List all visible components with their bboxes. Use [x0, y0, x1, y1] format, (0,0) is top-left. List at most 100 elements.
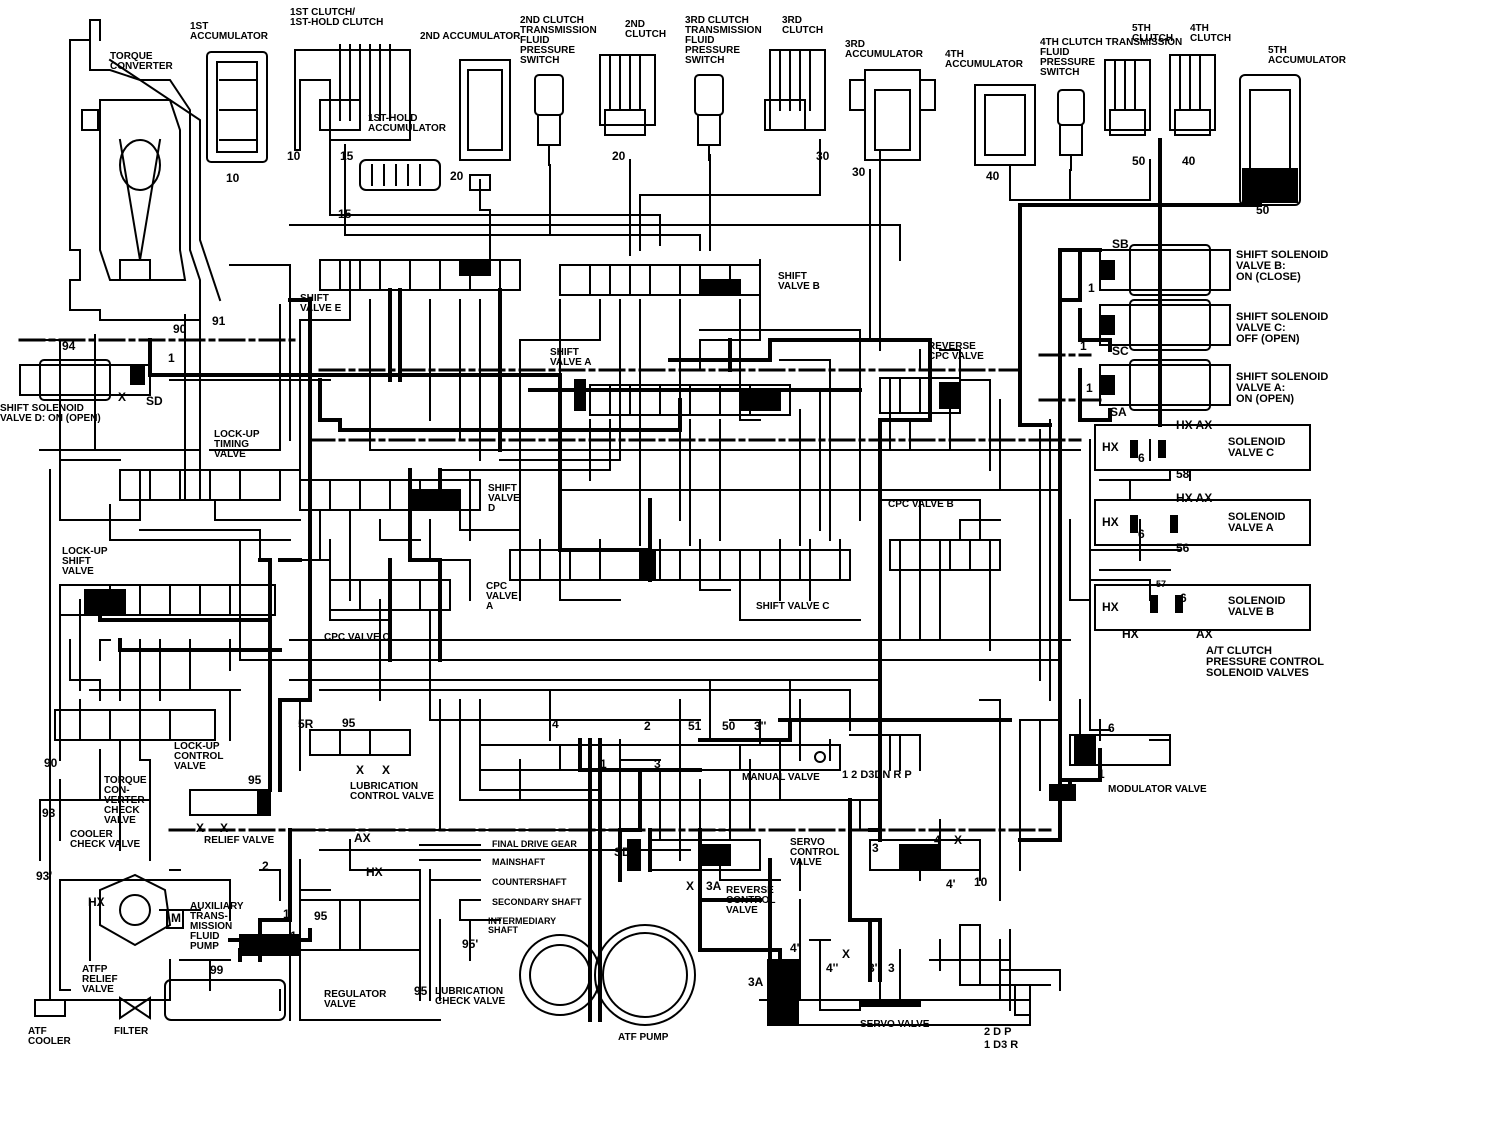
- pcs-c-6: 6: [1138, 451, 1145, 465]
- pcs-a-6: 6: [1138, 527, 1145, 541]
- label-1st-accumulator: 1ST ACCUMULATOR: [190, 21, 268, 42]
- port-1-sd: 1: [168, 351, 175, 365]
- valve-bodies: [19, 244, 1311, 1026]
- port-93p: 93': [36, 869, 53, 883]
- label-3rd-clutch-switch: 3RD CLUTCH TRANSMISSION FLUID PRESSURE S…: [685, 15, 762, 66]
- label-shift-valve-a: SHIFT VALVE A: [550, 347, 592, 368]
- port-15: 15: [340, 149, 354, 163]
- reverse-ctrl-3a: 3A: [706, 879, 722, 893]
- label-reverse-control: REVERSE CONTROL VALVE: [726, 885, 776, 916]
- manual-positions-bottom-2: 1 D3 R: [984, 1039, 1019, 1051]
- port-40: 40: [986, 169, 1000, 183]
- manual-2: 2: [644, 719, 651, 733]
- lube-5r: 5R: [298, 717, 314, 731]
- top-components: [206, 44, 1301, 206]
- port-50b: 50: [1256, 203, 1270, 217]
- label-intermediary-shaft: INTERMEDIARY SHAFT: [488, 916, 557, 935]
- label-shift-solenoid-d: SHIFT SOLENOID VALVE D: ON (OPEN): [0, 403, 101, 424]
- label-atf-cooler: ATF COOLER: [28, 1026, 71, 1047]
- modulator-1: 1: [1098, 767, 1105, 781]
- label-lube-check: LUBRICATION CHECK VALVE: [435, 986, 506, 1007]
- port-90: 90: [173, 322, 187, 336]
- pcs-a-hx: HX: [1102, 515, 1119, 529]
- port-15b: 15: [338, 207, 352, 221]
- label-1st-hold-accumulator: 1ST-HOLD ACCUMULATOR: [368, 113, 446, 134]
- port-10b: 10: [287, 149, 301, 163]
- label-2nd-accumulator: 2ND ACCUMULATOR: [420, 31, 521, 42]
- aux-motor-m: M: [171, 911, 181, 925]
- label-pcs-solenoid-b: SOLENOID VALVE B: [1228, 595, 1286, 618]
- pcs-b-57: 57: [1156, 579, 1167, 589]
- port-sc-right: SC: [1112, 344, 1129, 358]
- modulator-6: 6: [1108, 721, 1115, 735]
- lube-x1: X: [356, 763, 365, 777]
- servo-x: X: [842, 947, 851, 961]
- label-servo-control: SERVO CONTROL VALVE: [790, 837, 840, 868]
- label-3rd-accumulator: 3RD ACCUMULATOR: [845, 39, 923, 60]
- port-95-lube: 95: [414, 984, 428, 998]
- lower-hx: HX: [366, 865, 383, 879]
- manual-3pp: 3'': [754, 719, 767, 733]
- torque-converter-body: [69, 19, 222, 321]
- label-cpc-valve-b: CPC VALVE B: [888, 499, 954, 510]
- label-servo-valve: SERVO VALVE: [860, 1019, 930, 1030]
- port-1c: 1: [1080, 339, 1087, 353]
- label-shift-solenoid-b: SHIFT SOLENOID VALVE B: ON (CLOSE): [1236, 249, 1329, 283]
- label-secondary-shaft: SECONDARY SHAFT: [492, 897, 582, 907]
- label-pcs-solenoid-c: SOLENOID VALVE C: [1228, 436, 1286, 459]
- label-aux-pump: AUXILIARY TRANS- MISSION FLUID PUMP: [190, 901, 244, 952]
- label-countershaft: COUNTERSHAFT: [492, 877, 567, 887]
- manual-51: 51: [688, 719, 702, 733]
- label-lubrication-control: LUBRICATION CONTROL VALVE: [350, 781, 434, 802]
- label-lockup-control: LOCK-UP CONTROL VALVE: [174, 741, 224, 772]
- servo-3: 3: [888, 961, 895, 975]
- label-mainshaft: MAINSHAFT: [492, 857, 545, 867]
- lower-ax: AX: [354, 831, 371, 845]
- servo-4p: 4': [790, 941, 800, 955]
- port-20b: 20: [612, 149, 626, 163]
- pcs-b-hx: HX: [1102, 600, 1119, 614]
- servo-3p: 3': [868, 961, 878, 975]
- manual-positions-top: 1 2 D3DN R P: [842, 769, 912, 781]
- label-cpc-valve-c: CPC VALVE C: [324, 632, 390, 643]
- label-lockup-shift: LOCK-UP SHIFT VALVE: [62, 546, 108, 577]
- label-modulator-valve: MODULATOR VALVE: [1108, 784, 1207, 795]
- manual-4: 4: [552, 717, 559, 731]
- label-shift-solenoid-a: SHIFT SOLENOID VALVE A: ON (OPEN): [1236, 371, 1329, 405]
- manual-positions-bottom-1: 2 D P: [984, 1026, 1012, 1038]
- pcs-b-6: 6: [1180, 591, 1187, 605]
- label-manual-valve: MANUAL VALVE: [742, 772, 820, 783]
- servo-3a: 3A: [748, 975, 764, 989]
- label-tc-check-valve: TORQUE CON- VERTER CHECK VALVE: [104, 775, 147, 826]
- regulator-1: 1: [290, 929, 297, 943]
- port-sd-pump: SD: [614, 845, 631, 859]
- pcs-c-58: 58: [1176, 467, 1190, 481]
- port-1a: 1: [1086, 381, 1093, 395]
- label-atfp-relief: ATFP RELIEF VALVE: [82, 964, 118, 995]
- port-x-sd: X: [118, 390, 127, 404]
- manual-50: 50: [722, 719, 736, 733]
- port-1b: 1: [1088, 281, 1095, 295]
- label-shift-valve-e: SHIFT VALVE E: [300, 293, 342, 314]
- port-2-left: 2: [262, 859, 269, 873]
- relief-95: 95: [248, 773, 262, 787]
- label-shift-valve-d: SHIFT VALVE D: [488, 483, 520, 514]
- label-regulator: REGULATOR VALVE: [324, 989, 387, 1010]
- label-pcs-group: A/T CLUTCH PRESSURE CONTROL SOLENOID VAL…: [1206, 645, 1324, 679]
- manual-1: 1: [600, 757, 607, 771]
- servo-ctrl-4: 4: [934, 833, 941, 847]
- port-1-left: 1: [283, 907, 290, 921]
- port-sd: SD: [146, 394, 163, 408]
- label-shift-valve-c: SHIFT VALVE C: [756, 601, 830, 612]
- label-cooler-check: COOLER CHECK VALVE: [70, 829, 141, 850]
- relief-x1: X: [196, 821, 205, 835]
- servo-ctrl-x: X: [954, 833, 963, 847]
- pcs-a-hxax: HX AX: [1176, 491, 1213, 505]
- pcs-a-56: 56: [1176, 541, 1190, 555]
- label-2nd-clutch: 2ND CLUTCH: [625, 19, 667, 40]
- label-5th-accumulator: 5TH ACCUMULATOR: [1268, 45, 1346, 66]
- servo-ctrl-3: 3: [872, 841, 879, 855]
- port-91: 91: [212, 314, 226, 328]
- servo-ctrl-4p: 4': [946, 877, 956, 891]
- label-reverse-cpc: REVERSE CPC VALVE: [928, 341, 984, 362]
